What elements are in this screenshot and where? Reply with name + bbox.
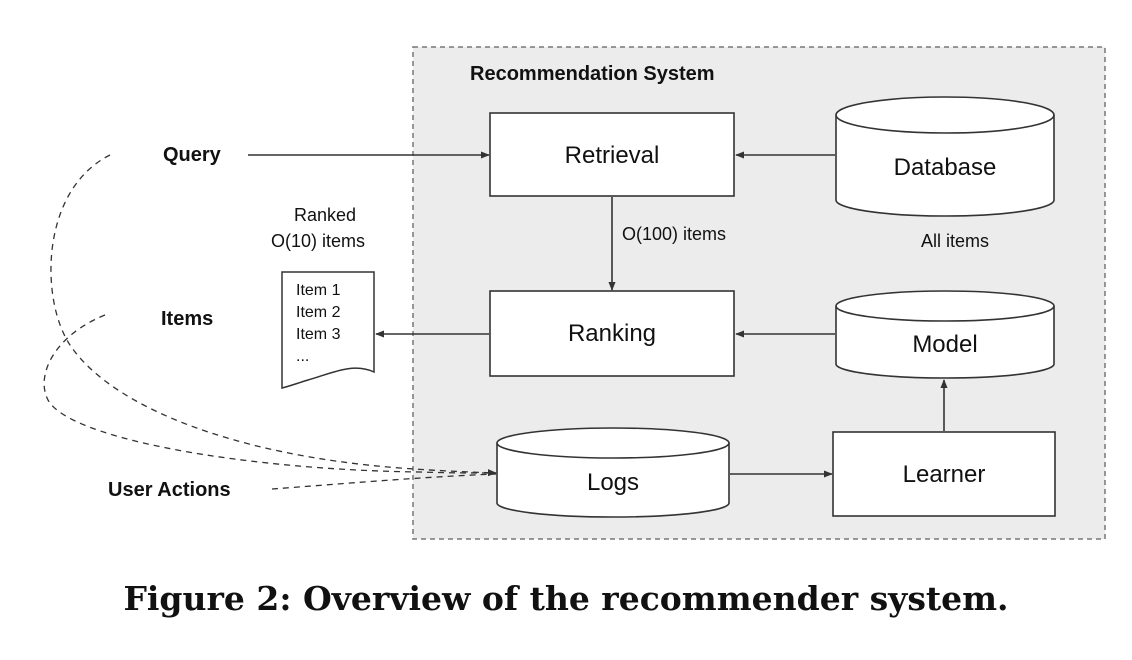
ranked-item-3: Item 3 bbox=[296, 326, 341, 343]
user-actions-to-logs-dashed-curve bbox=[271, 473, 497, 490]
retrieval-node: Retrieval bbox=[489, 112, 735, 197]
logs-node: Logs bbox=[496, 427, 730, 518]
ranked-item-2: Item 2 bbox=[296, 304, 341, 321]
figure-caption: Figure 2: Overview of the recommender sy… bbox=[123, 579, 1008, 618]
query-label: Query bbox=[163, 144, 222, 166]
model-node: Model bbox=[835, 290, 1055, 379]
user-actions-label: User Actions bbox=[108, 479, 231, 501]
database-label: Database bbox=[894, 154, 997, 181]
learner-node: Learner bbox=[832, 431, 1056, 517]
model-label: Model bbox=[912, 331, 977, 358]
all-items-label: All items bbox=[921, 231, 989, 251]
candidates-label: O(100) items bbox=[622, 224, 726, 244]
ranked-label-line2: O(10) items bbox=[271, 231, 365, 251]
ranked-item-1: Item 1 bbox=[296, 282, 341, 299]
ranked-label-line1: Ranked bbox=[294, 205, 356, 225]
logs-label: Logs bbox=[587, 469, 639, 496]
database-node: Database bbox=[835, 96, 1055, 217]
ranked-item-more: ... bbox=[296, 348, 309, 365]
retrieval-label: Retrieval bbox=[565, 142, 660, 169]
ranking-label: Ranking bbox=[568, 320, 656, 347]
learner-label: Learner bbox=[903, 461, 986, 488]
ranking-node: Ranking bbox=[489, 290, 735, 377]
items-to-logs-dashed-curve bbox=[43, 314, 497, 474]
system-title: Recommendation System bbox=[470, 63, 715, 85]
items-label: Items bbox=[161, 308, 213, 330]
ranked-list-document: Item 1 Item 2 Item 3 ... bbox=[281, 271, 375, 389]
